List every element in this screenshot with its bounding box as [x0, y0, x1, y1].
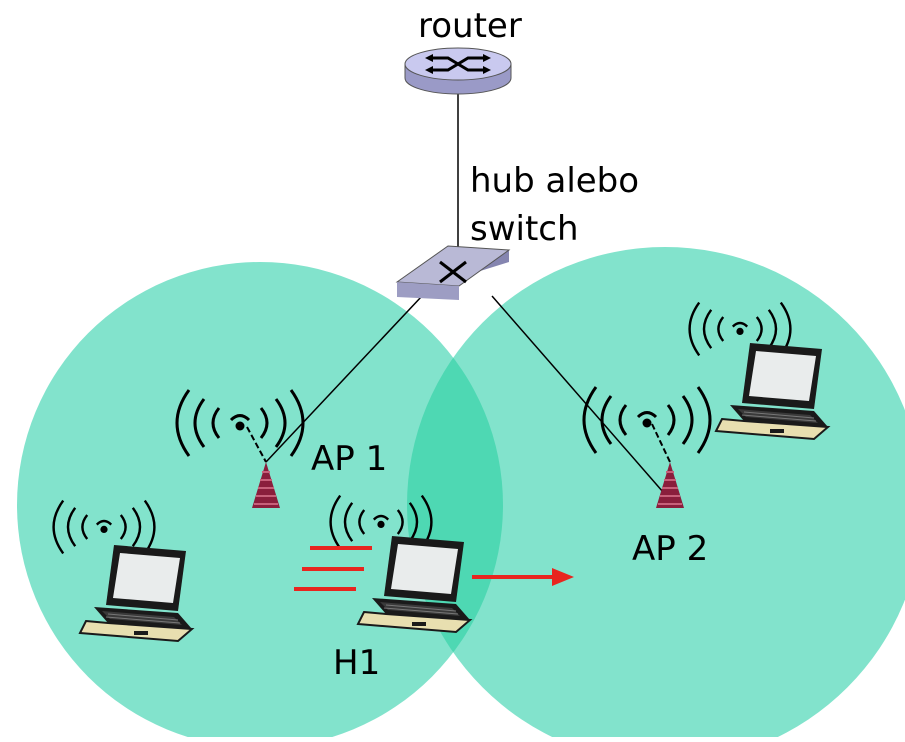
motion-lines: [294, 546, 372, 591]
ap1-antenna-mast: [246, 426, 267, 463]
switch-ap2-link: [491, 295, 671, 501]
ap2-antenna-mast: [651, 423, 671, 463]
switch-icon: [395, 245, 511, 300]
motion-arrow-icon: [472, 568, 574, 586]
router-label: router: [418, 6, 522, 46]
switch-label-line1: hub alebo: [470, 161, 639, 201]
ap2-label: AP 2: [632, 529, 708, 569]
switch-ap1-link: [265, 295, 423, 463]
ap1-label: AP 1: [311, 439, 387, 479]
h1-label: H1: [333, 643, 380, 683]
switch-label-line2: switch: [470, 209, 579, 249]
router-icon: [404, 47, 512, 95]
